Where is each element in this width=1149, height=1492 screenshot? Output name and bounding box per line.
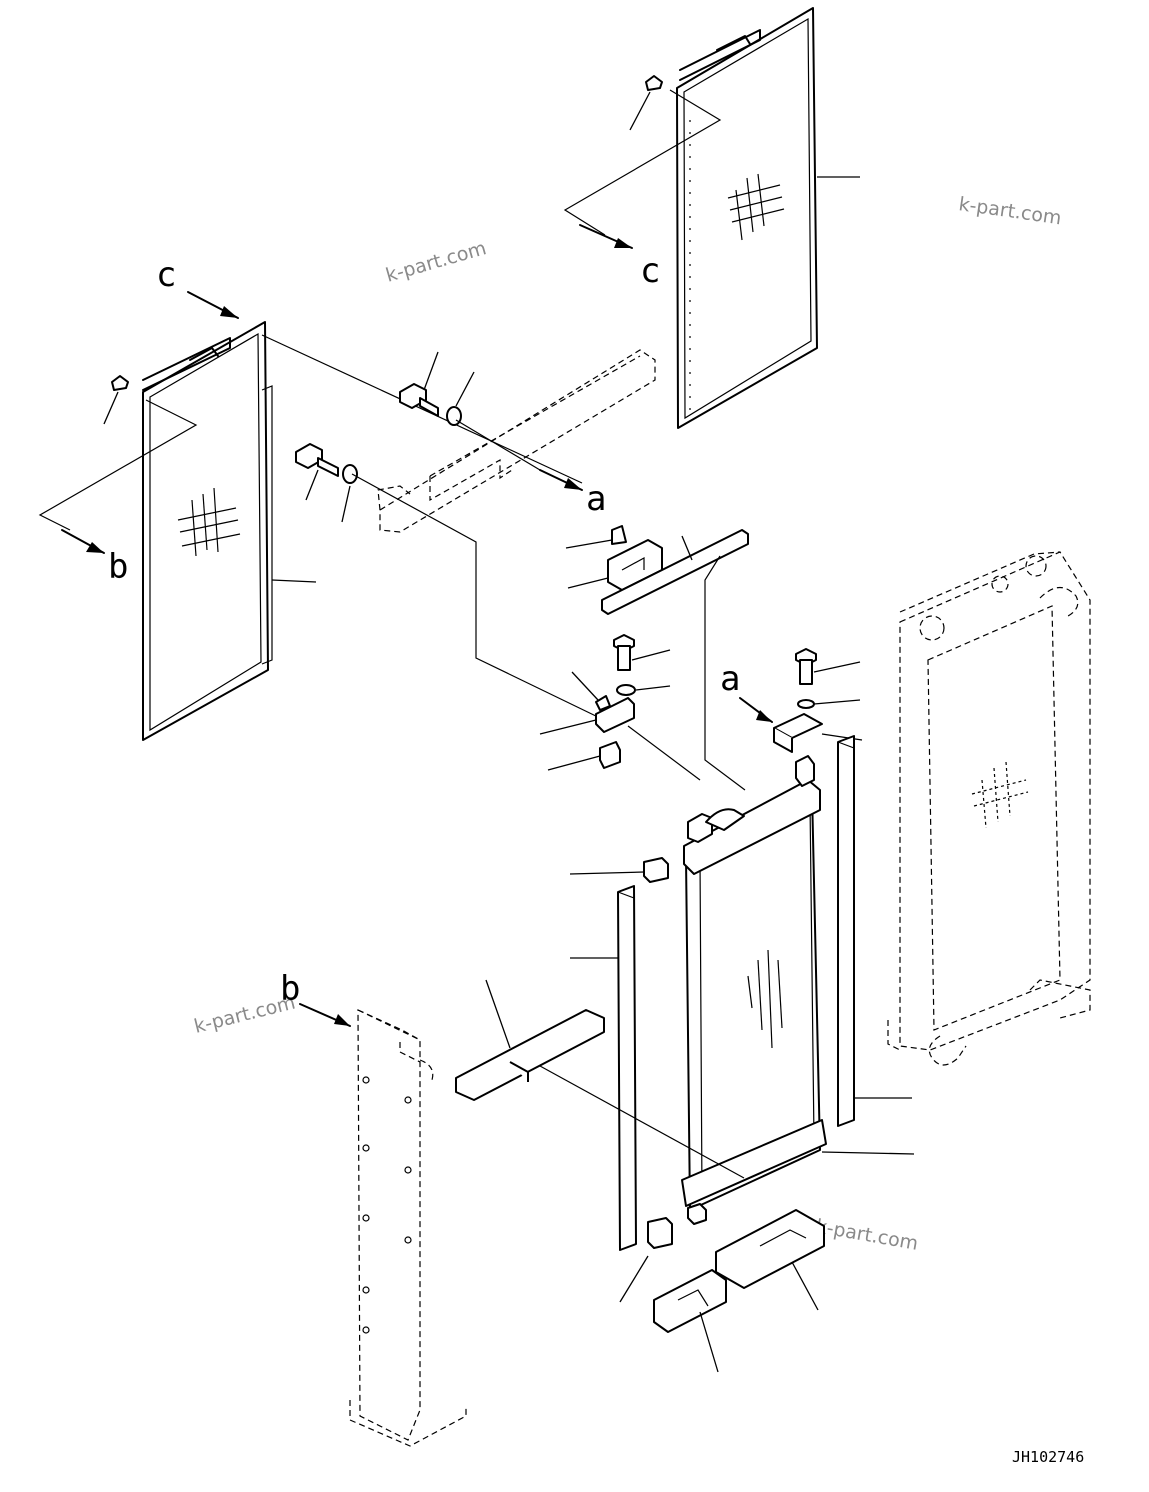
seal-strip-right — [837, 735, 912, 1127]
seal-strip-left — [570, 885, 637, 1251]
watermark-bottom-right: k-part.com — [814, 1215, 920, 1255]
mesh-mark-left — [177, 487, 241, 557]
seal-block-bottom-right — [715, 1209, 825, 1311]
watermark-top-right: k-part.com — [957, 193, 1063, 229]
radiator-core — [681, 755, 915, 1225]
clip-fastener-right — [629, 75, 663, 131]
radiator-frame-assembled — [887, 551, 1091, 1066]
washer-right — [797, 699, 861, 709]
washer-upper-1 — [446, 371, 475, 426]
ref-label-b-left: b — [108, 547, 128, 587]
upper-support-bracket — [377, 349, 656, 533]
seal-block-small-top — [565, 525, 627, 549]
ref-label-c-left: c — [156, 255, 176, 295]
clip-fastener-left — [103, 375, 129, 425]
ref-label-b-column: b — [280, 969, 300, 1009]
core-mark — [747, 949, 783, 1049]
bracket-small-left — [539, 671, 635, 735]
ref-label-a-bracket: a — [720, 659, 740, 699]
ref-label-c-right: c — [640, 251, 660, 291]
washer-center — [616, 684, 671, 696]
seal-block-bottom-left — [653, 1269, 727, 1373]
frame-mark — [971, 761, 1029, 829]
bracket-small-right — [773, 713, 863, 753]
mesh-mark-right — [727, 173, 785, 241]
seal-block-small-a — [569, 857, 669, 883]
seal-block-small-mid — [547, 741, 621, 771]
bolt-upper-2 — [295, 443, 339, 501]
washer-upper-2 — [341, 464, 358, 523]
ref-label-a-top: a — [586, 479, 606, 519]
drawing-code: JH102746 — [1012, 1448, 1084, 1466]
bolt-center — [613, 634, 671, 671]
support-column-lower-left — [349, 1009, 467, 1447]
seal-strip-long-top — [601, 529, 749, 615]
bolt-right — [795, 648, 861, 685]
seal-block-small-b — [619, 1217, 673, 1303]
watermark-top-center: k-part.com — [383, 237, 489, 287]
bolt-upper-1 — [399, 351, 439, 417]
screen-panel-right — [676, 7, 860, 429]
seal-block-long-diagonal — [455, 979, 605, 1101]
screen-panel-left — [142, 321, 317, 741]
column-bolt-holes — [362, 1076, 412, 1334]
